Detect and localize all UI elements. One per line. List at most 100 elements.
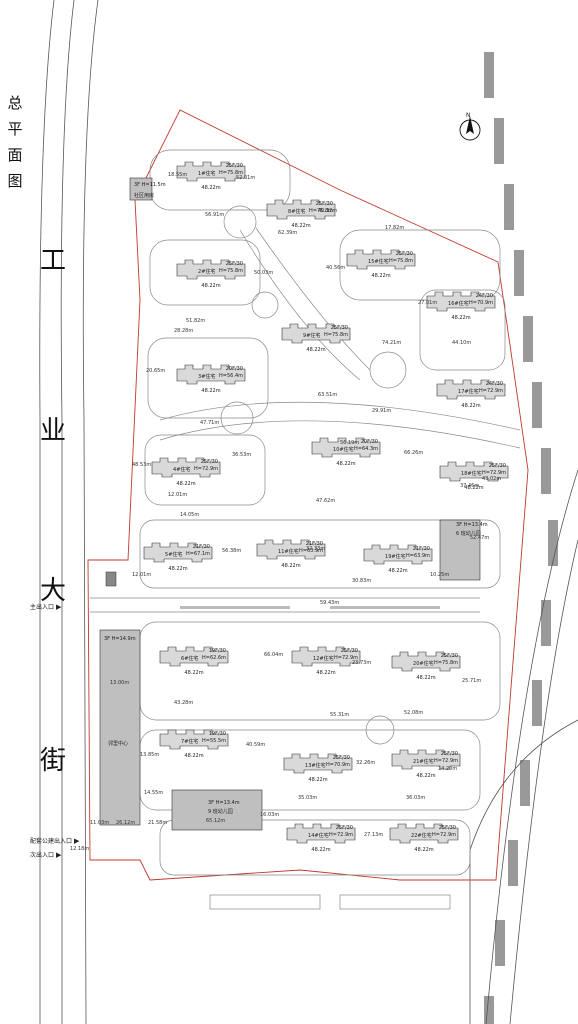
building-name: 6#住宅 [181,656,199,662]
building-floors: 20F/30 [360,439,378,445]
building-floors: 25F/30 [335,825,353,831]
distance-dimension: 47.62m [316,498,336,504]
distance-dimension: 18.55m [168,172,188,178]
building-width-dimension: 48.22m [291,223,311,229]
distance-dimension: 56.91m [205,212,225,218]
distance-dimension: 16.03m [260,812,280,818]
building-footprint [291,646,361,667]
distance-dimension: 65.12m [206,818,226,824]
building-floors: 25F/30 [440,751,458,757]
arrow-right-icon: ▶ [56,603,62,611]
road-edge-outer [39,0,55,1024]
building-floors: 25F/30 [332,755,350,761]
building-name: 13#住宅 [305,763,326,769]
building-footprint [256,539,326,560]
railway-dashes [484,52,558,1024]
building-height: H=72.9m [432,832,456,838]
arrow-right-icon: ▶ [74,837,80,845]
building-width-dimension: 48.22m [201,185,221,191]
outer-road-curve-2 [509,539,578,1024]
distance-dimension: 47.71m [200,420,220,426]
kindergarten-9-block [171,789,263,831]
building-floors: 24F/30 [485,381,503,387]
building-footprint [389,823,459,844]
distance-dimension: 55.31m [330,712,350,718]
building-width-dimension: 48.22m [168,566,188,572]
distance-dimension: 14.55m [144,790,164,796]
road-name-char: 街 [39,746,66,776]
road-edge-site [82,0,99,1024]
building-floors: 20F/30 [225,366,243,372]
building-footprint [266,199,336,220]
building-footprint [391,651,461,672]
distance-dimension: 40.59m [246,742,266,748]
distance-dimension: 40.56m [326,265,346,271]
building-height: H=75.8m [324,332,348,338]
building-floors: 19F/30 [208,731,226,737]
building-height: H=56.4m [219,373,243,379]
neighborhood-center-info: 3F H=14.9m [104,636,136,642]
building-floors: 25F/30 [488,463,506,469]
building-height: H=72.9m [329,832,353,838]
kindergarten-9-label: 9 班幼儿园 [208,809,233,815]
distance-dimension: 52.08m [404,710,424,716]
building-width-dimension: 48.22m [201,283,221,289]
building-floors: 25F/30 [440,653,458,659]
building-width-dimension: 48.22m [461,403,481,409]
building-name: 14#住宅 [308,833,329,839]
distance-dimension: 21.58m [148,820,168,826]
building-height: H=63.9m [299,548,323,554]
building-floors: 25F/30 [330,325,348,331]
building-name: 5#住宅 [165,552,183,558]
community-room-info: 3F H=11.5m [134,182,166,188]
distance-dimension: 32.33m [306,546,326,552]
building-name: 18#住宅 [461,471,482,477]
distance-dimension: 13.00m [110,680,130,686]
distance-dimension: 66.04m [264,652,284,658]
building-name: 4#住宅 [173,467,191,473]
distance-dimension: 37.46m [460,483,480,489]
building-name: 21#住宅 [413,759,434,765]
road-name-char: 工 [39,246,66,276]
building-height: H=75.8m [219,170,243,176]
building-height: H=75.8m [434,660,458,666]
building-name: 15#住宅 [368,259,389,265]
building-width-dimension: 48.22m [176,481,196,487]
distance-dimension: 12.18m [70,846,90,852]
building-width-dimension: 48.22m [414,847,434,853]
building-name: 3#住宅 [198,374,216,380]
distance-dimension: 14.05m [180,512,200,518]
building-width-dimension: 48.22m [281,563,301,569]
distance-dimension: 74.21m [382,340,402,346]
distance-dimension: 27.01m [418,300,438,306]
outer-road-curve-1 [485,469,578,1024]
distance-dimension: 43.28m [174,700,194,706]
main-entrance-label: 主出入口▶ [30,602,61,611]
distance-dimension: 52.01m [236,175,256,181]
building-name: 8#住宅 [288,209,306,215]
neighborhood-center-label: 邻里中心 [108,741,129,747]
distance-dimension: 48.53m [132,462,152,468]
distance-dimension: 14.20m [438,766,458,772]
kindergarten-6-label: 6 班幼儿园 [456,531,481,537]
kindergarten-6-block [439,519,481,581]
distance-dimension: 11.03m [90,820,110,826]
distance-dimension: 30.83m [352,578,372,584]
road-name-char: 大 [39,576,66,606]
building-floors: 25F/30 [225,261,243,267]
